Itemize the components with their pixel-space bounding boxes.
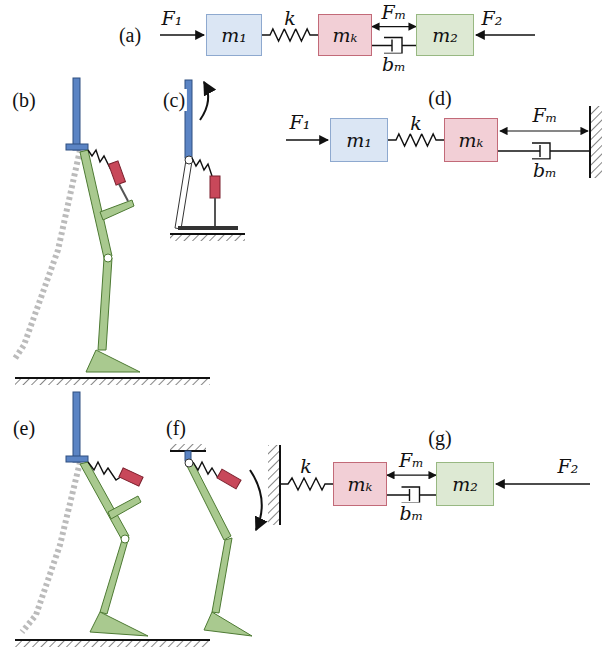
spring-connector: [388, 134, 444, 146]
mass-label: m₁: [346, 130, 372, 151]
ground-hatch: [15, 640, 210, 647]
panel-label: (f): [164, 417, 188, 439]
force-arrow: [286, 139, 328, 140]
ground: [15, 377, 210, 379]
link: [175, 160, 192, 229]
link: [178, 226, 238, 230]
knee-joint: [121, 535, 129, 543]
thigh: [80, 150, 112, 258]
ground: [170, 233, 245, 235]
actuator: [217, 469, 241, 489]
force-arrow: [372, 26, 416, 27]
actuator: [119, 468, 143, 486]
panel-label: (e): [11, 417, 37, 439]
symbol-label: F₁: [288, 112, 313, 133]
force-arrow: [500, 130, 588, 131]
panel-label: (a): [117, 24, 143, 46]
ghost-leg: [22, 462, 80, 632]
mass-box: m₂: [416, 14, 474, 56]
edge-label: bₘ: [380, 53, 408, 74]
leg-figure: [14, 78, 210, 385]
spring: [193, 462, 218, 478]
actuator: [210, 176, 220, 198]
mass-label: mₖ: [333, 25, 358, 46]
symbol-label: F₁: [160, 8, 185, 29]
edge-label: k: [408, 113, 424, 134]
wall-hatch: [590, 106, 602, 178]
mass-box: mₖ: [444, 118, 498, 162]
symbol-label: k: [298, 456, 314, 477]
symbol-label: F₂: [480, 8, 505, 29]
ground-hatch: [170, 234, 245, 241]
symbol-label: bₘ: [531, 160, 559, 181]
torso: [73, 392, 80, 462]
spring: [192, 158, 212, 176]
ground: [15, 639, 210, 641]
ghost-leg: [14, 150, 80, 360]
knee-joint: [104, 254, 112, 262]
leg-figure: [15, 392, 210, 647]
panel-label: (d): [426, 87, 453, 109]
torso: [73, 78, 80, 150]
shank: [100, 537, 129, 614]
wall: [589, 106, 591, 178]
ground-hatch: [15, 378, 210, 385]
actuator-rod: [119, 184, 128, 201]
panel-label: (c): [161, 89, 187, 111]
shank: [212, 538, 232, 613]
symbol-label: F₂: [556, 456, 581, 477]
wall-hatch: [268, 445, 280, 525]
mass-label: m₂: [452, 474, 478, 495]
mass-label: m₁: [221, 25, 247, 46]
force-arrow: [476, 34, 535, 35]
hip-joint: [185, 156, 193, 164]
rotation-arrow: [200, 82, 208, 120]
force-arrow: [160, 34, 204, 35]
actuator-rod: [214, 198, 216, 226]
ceiling-hatch: [170, 444, 206, 451]
symbol-label: Fₘ: [531, 105, 560, 126]
damper-symbol: [498, 143, 590, 159]
edge-label: Fₘ: [380, 1, 409, 22]
spring-connector: [262, 29, 318, 41]
spring: [88, 462, 122, 480]
foot: [204, 612, 252, 636]
edge-label: bₘ: [398, 503, 426, 524]
swing-leg-model: [170, 444, 262, 636]
wall: [279, 445, 281, 525]
foot: [90, 612, 148, 636]
damper-connector: [372, 38, 416, 54]
force-arrow: [387, 475, 436, 476]
spring-symbol: [280, 478, 333, 490]
force-arrow: [496, 483, 590, 484]
hip-joint: [185, 459, 193, 467]
thigh-lever: [108, 496, 141, 519]
actuator: [109, 161, 126, 185]
damper-connector: [387, 487, 436, 503]
mass-label: mₖ: [459, 130, 484, 151]
mass-box: mₖ: [333, 462, 387, 506]
shank: [98, 258, 112, 350]
torso: [66, 144, 88, 150]
edge-label: Fₘ: [397, 450, 426, 471]
edge-label: k: [282, 8, 298, 29]
mass-box: m₁: [206, 14, 262, 56]
mass-box: m₂: [436, 462, 494, 506]
torso: [66, 456, 88, 462]
mass-label: m₂: [432, 25, 458, 46]
thigh-lever: [100, 200, 134, 220]
panel-label: (g): [426, 427, 453, 449]
panel-label: (b): [10, 89, 37, 111]
rotation-arrow: [250, 470, 262, 530]
foot: [86, 350, 140, 372]
mass-box: mₖ: [318, 14, 372, 56]
mass-label: mₖ: [348, 474, 373, 495]
mass-box: m₁: [330, 118, 388, 162]
